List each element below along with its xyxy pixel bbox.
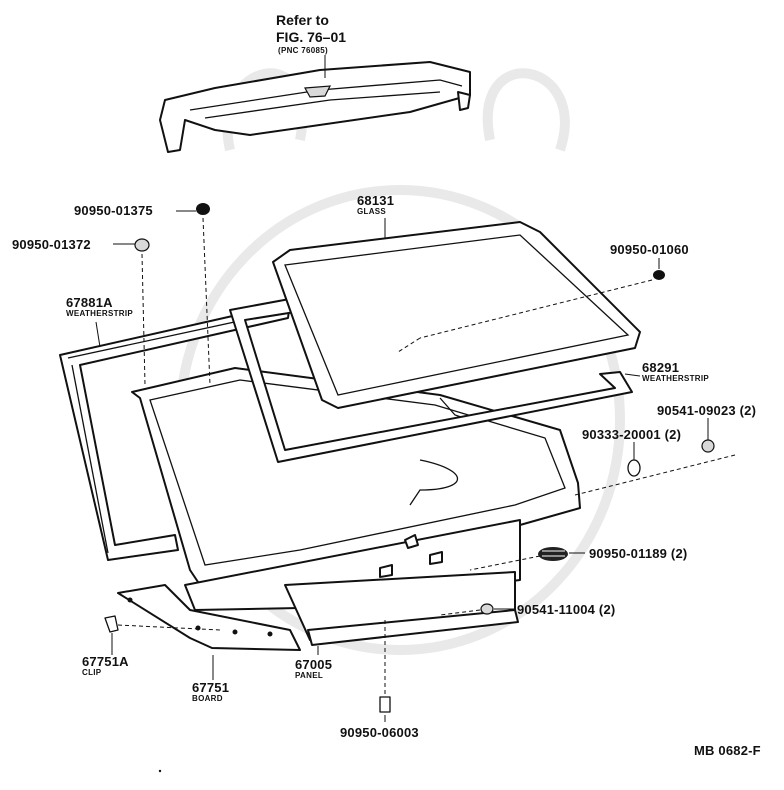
fastener-90950-06003 bbox=[379, 696, 391, 713]
spoiler-cover bbox=[159, 61, 471, 153]
fastener-90333-20001 bbox=[627, 459, 641, 477]
stray-dot bbox=[158, 769, 162, 773]
fastener-90541-11004 bbox=[480, 603, 494, 615]
part-label-90950-01375: 90950-01375 bbox=[74, 203, 153, 218]
panel-67005 bbox=[284, 571, 519, 646]
part-label-90333-20001: 90333-20001 (2) bbox=[582, 427, 682, 442]
part-number-67751a: 67751A bbox=[82, 654, 129, 669]
leader-lines bbox=[95, 210, 709, 722]
reference-line-3: (PNC 76085) bbox=[278, 46, 328, 55]
reference-line-2: FIG. 76–01 bbox=[276, 29, 347, 45]
part-label-90950-01189: 90950-01189 (2) bbox=[589, 546, 688, 561]
part-number-68131: 68131 bbox=[357, 193, 395, 208]
part-label-90541-09023: 90541-09023 (2) bbox=[657, 403, 757, 418]
part-number-67751: 67751 bbox=[192, 680, 230, 695]
part-label-90950-01372: 90950-01372 bbox=[12, 237, 91, 252]
part-label-90950-06003: 90950-06003 bbox=[340, 725, 419, 740]
part-number-67881a: 67881A bbox=[66, 295, 113, 310]
part-name-glass: GLASS bbox=[357, 207, 387, 216]
part-label-90950-01060: 90950-01060 bbox=[610, 242, 689, 257]
fastener-90950-01189 bbox=[538, 547, 568, 561]
fastener-90541-09023 bbox=[701, 439, 715, 453]
part-name-weatherstrip-67881a: WEATHERSTRIP bbox=[66, 309, 134, 318]
figure-id: MB 0682-F bbox=[694, 743, 761, 758]
part-number-68291: 68291 bbox=[642, 360, 680, 375]
board-67751 bbox=[117, 584, 301, 651]
part-name-weatherstrip-68291: WEATHERSTRIP bbox=[642, 374, 710, 383]
glass-68131 bbox=[272, 221, 641, 409]
fastener-90950-01060 bbox=[653, 270, 665, 280]
clip-67751a bbox=[104, 615, 119, 633]
part-name-panel: PANEL bbox=[295, 671, 324, 680]
part-label-90541-11004: 90541-11004 (2) bbox=[517, 602, 616, 617]
assembly-lines bbox=[117, 217, 736, 695]
fastener-90950-01375 bbox=[196, 203, 210, 215]
part-name-board: BOARD bbox=[192, 694, 223, 703]
fastener-90950-01372 bbox=[134, 238, 150, 252]
part-number-67005: 67005 bbox=[295, 657, 333, 672]
part-name-clip: CLIP bbox=[82, 668, 102, 677]
reference-line-1: Refer to bbox=[276, 12, 329, 28]
